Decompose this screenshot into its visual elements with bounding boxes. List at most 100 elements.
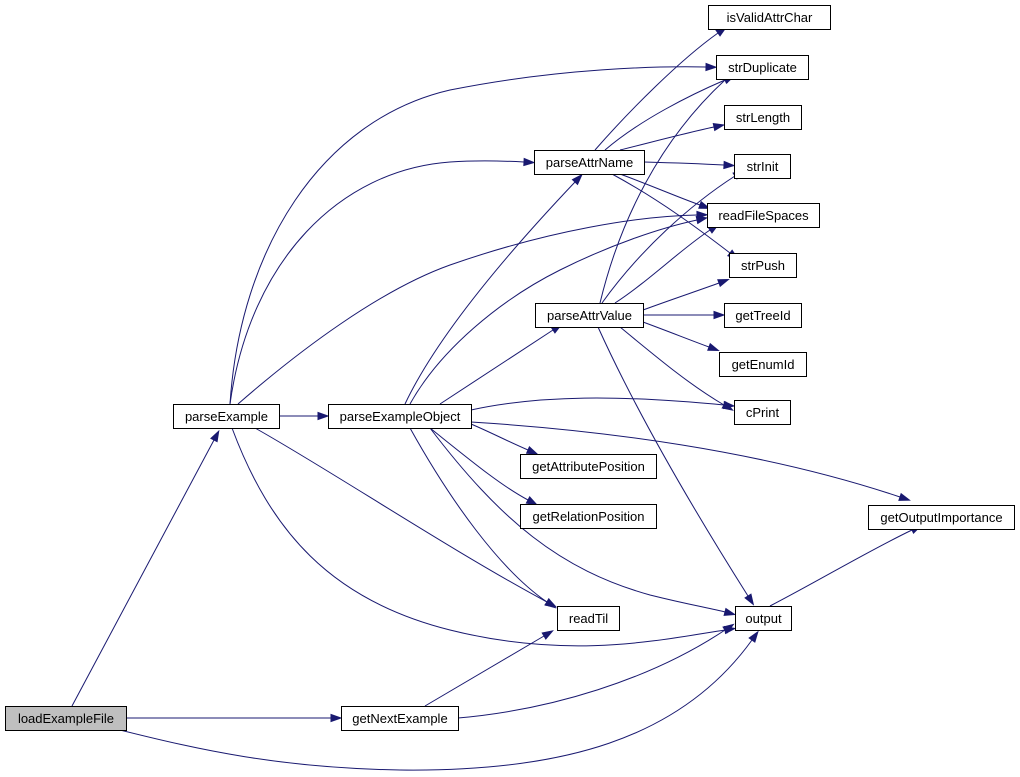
node-box[interactable]	[734, 400, 791, 425]
edge-line	[594, 32, 719, 151]
edge-line	[404, 181, 576, 405]
node-label: parseExample	[185, 409, 268, 424]
edge-arrowhead	[525, 445, 539, 455]
edge-arrowhead	[707, 342, 720, 351]
edge-getNextExample-to-readTil	[424, 630, 554, 707]
edge-parseAttrValue-to-getEnumId	[642, 321, 720, 351]
edge-line	[604, 79, 726, 151]
edge-line	[642, 282, 720, 311]
node-box[interactable]	[719, 352, 807, 377]
edge-line	[601, 175, 736, 304]
edge-line	[597, 326, 749, 597]
edge-arrowhead	[525, 496, 539, 506]
node-label: getRelationPosition	[532, 509, 644, 524]
edge-line	[619, 326, 725, 406]
edge-line	[229, 66, 707, 405]
edge-line	[470, 397, 725, 411]
edge-getNextExample-to-output	[457, 623, 735, 719]
node-box[interactable]	[729, 253, 797, 278]
node-strInit[interactable]: strInit	[734, 154, 791, 179]
node-box[interactable]	[708, 5, 831, 30]
edge-arrowhead	[713, 310, 726, 320]
edge-line	[424, 635, 545, 707]
node-label: getTreeId	[735, 308, 790, 323]
edge-line	[619, 173, 701, 206]
node-box[interactable]	[535, 303, 644, 328]
node-box[interactable]	[735, 606, 792, 631]
edge-arrowhead	[571, 173, 583, 186]
node-parseAttrName[interactable]: parseAttrName	[534, 150, 645, 175]
node-label: getNextExample	[352, 711, 447, 726]
edge-parseAttrName-to-strInit	[643, 160, 736, 170]
edge-arrowhead	[317, 411, 330, 421]
edge-parseExampleObject-to-parseAttrName	[404, 173, 583, 405]
edge-line	[409, 219, 698, 405]
node-box[interactable]	[707, 203, 820, 228]
node-label: getOutputImportance	[880, 510, 1002, 525]
node-label: parseAttrName	[546, 155, 633, 170]
node-label: output	[745, 611, 782, 626]
edge-line	[614, 229, 711, 304]
node-readTil[interactable]: readTil	[557, 606, 620, 631]
node-box[interactable]	[724, 303, 802, 328]
node-strLength[interactable]: strLength	[724, 105, 802, 130]
edge-arrowhead	[698, 200, 711, 209]
node-getOutputImportance[interactable]: getOutputImportance	[868, 505, 1015, 530]
node-getEnumId[interactable]: getEnumId	[719, 352, 807, 377]
node-isValidAttrChar[interactable]: isValidAttrChar	[708, 5, 831, 30]
node-box[interactable]	[868, 505, 1015, 530]
node-box[interactable]	[724, 105, 802, 130]
edge-parseExample-to-output	[231, 427, 737, 647]
node-box[interactable]	[557, 606, 620, 631]
edge-line	[119, 639, 753, 771]
edge-arrowhead	[717, 279, 730, 288]
node-box[interactable]	[520, 504, 657, 529]
node-box[interactable]	[328, 404, 472, 429]
node-box[interactable]	[534, 150, 645, 175]
node-cPrint[interactable]: cPrint	[734, 400, 791, 425]
node-loadExampleFile[interactable]: loadExampleFile	[5, 706, 127, 731]
node-getRelationPosition[interactable]: getRelationPosition	[520, 504, 657, 529]
node-strDuplicate[interactable]: strDuplicate	[716, 55, 809, 80]
edge-arrowhead	[544, 598, 557, 609]
edge-arrowhead	[695, 215, 709, 225]
node-getNextExample[interactable]: getNextExample	[341, 706, 459, 731]
node-box[interactable]	[520, 454, 657, 479]
node-parseExampleObject[interactable]: parseExampleObject	[328, 404, 472, 429]
node-box[interactable]	[5, 706, 127, 731]
node-getTreeId[interactable]: getTreeId	[724, 303, 802, 328]
node-readFileSpaces[interactable]: readFileSpaces	[707, 203, 820, 228]
node-label: strDuplicate	[728, 60, 797, 75]
edge-line	[254, 427, 548, 603]
node-parseExample[interactable]: parseExample	[173, 404, 280, 429]
edge-line	[237, 214, 698, 405]
edge-line	[470, 423, 529, 451]
edge-arrowhead	[723, 160, 736, 170]
node-label: cPrint	[746, 405, 780, 420]
edge-parseExampleObject-to-getAttributePosition	[470, 423, 539, 455]
node-output[interactable]: output	[735, 606, 792, 631]
node-label: strLength	[736, 110, 790, 125]
node-box[interactable]	[716, 55, 809, 80]
edge-arrowhead	[705, 62, 718, 72]
node-box[interactable]	[341, 706, 459, 731]
edge-line	[599, 79, 726, 304]
edge-arrowhead	[523, 157, 536, 167]
node-parseAttrValue[interactable]: parseAttrValue	[535, 303, 644, 328]
edge-parseExampleObject-to-output	[429, 427, 737, 616]
node-box[interactable]	[734, 154, 791, 179]
node-strPush[interactable]: strPush	[729, 253, 797, 278]
node-getAttributePosition[interactable]: getAttributePosition	[520, 454, 657, 479]
edge-parseExampleObject-to-parseAttrValue	[439, 323, 563, 405]
node-box[interactable]	[173, 404, 280, 429]
edge-arrowhead	[712, 122, 726, 132]
edge-line	[439, 329, 554, 405]
edge-line	[429, 427, 529, 501]
edge-arrowhead	[210, 429, 220, 443]
node-label: isValidAttrChar	[727, 10, 813, 25]
edge-line	[643, 161, 725, 166]
edge-arrowhead	[330, 713, 343, 723]
edge-line	[470, 421, 901, 498]
edge-line	[457, 629, 726, 719]
